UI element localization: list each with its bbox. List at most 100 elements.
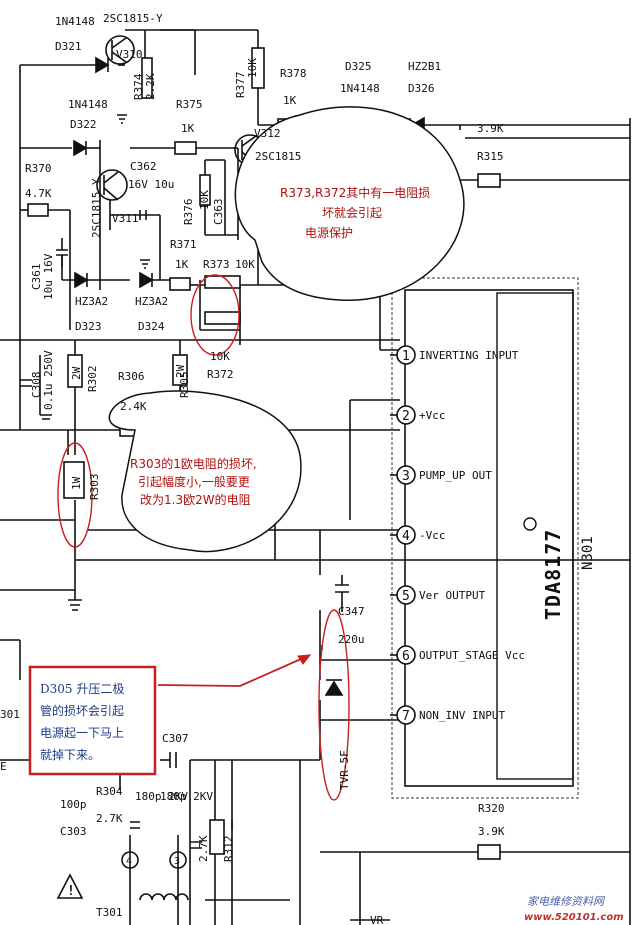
pin-circle [396,525,416,545]
pin-label: PUMP_UP OUT [419,469,492,482]
r371-value-label: 1K [175,258,189,271]
r378-ref-label: R378 [280,67,307,80]
c308-ref-label: C308 [30,372,43,399]
r315-ref-label: R315 [477,150,504,163]
r303-value-label: 1W [70,476,83,490]
r377-value-label: 10K [246,58,259,78]
annotation-line: D305 升压二极 [40,682,124,696]
r370-value-label: 4.7K [25,187,52,200]
chip-pin-3: 3 PUMP_UP OUT [390,465,492,485]
chip-part-label: TDA8177 [541,529,565,620]
annotation-shapes [28,106,465,801]
annotation-line: R373,R372其中有一电阻损 [280,185,430,200]
r305-value-label: 2W [174,364,187,378]
chip-pin-2: 2+Vcc [390,405,446,425]
pin-circle [396,705,416,725]
d321-ref-label: D321 [55,40,82,53]
r312-value-label: 2.7K [197,835,210,862]
r376-ref-label: R376 [182,199,195,226]
watermark-url: www.520101.com [524,912,624,923]
v311-part-label: 2SC1815-Y [90,178,103,238]
c361-ref-label: C361 [30,264,43,291]
r320-ref-label: R320 [478,802,505,815]
c362-ref-label: C362 [130,160,157,173]
r372-value-label: 10K [210,350,230,363]
c362-value-label: 16V 10u [128,178,174,191]
annotation-line: 就掉下来。 [40,748,100,762]
v310-ref-label: V310 [116,48,143,61]
pin-number: 5 [402,589,410,604]
pin-circle [396,405,416,425]
r302-ref-label: R302 [86,366,99,393]
component-labels: 1N4148 D321 2SC1815-Y V310 R374 2.2K R37… [0,12,505,925]
d325-part-label: 1N4148 [340,82,380,95]
c180p-a-label: 180p 2KV [135,790,188,803]
r306-value-label: 2.4K [120,400,147,413]
d323-part-label: HZ3A2 [75,295,108,308]
d325-ref-label: D325 [345,60,372,73]
c308-value-label: 0.1u 250V [42,350,55,410]
pin-number: 6 [402,649,410,664]
c307-ref-label: C307 [162,732,189,745]
resistors [27,47,501,860]
chip-pin-5: 5 Ver OUTPUT [390,585,486,605]
v312-ref-label: V312 [254,127,281,140]
pin-number: 3 [402,469,410,484]
watermark-title: 家电维修资料网 [527,895,606,908]
annotation-line: 引起幅度小,一般要更 [138,474,250,489]
r375-ref-label: R375 [176,98,203,111]
pin-label: INVERTING INPUT [419,349,519,362]
pin-circle [396,585,416,605]
annotation-line: 电源保护 [305,226,353,240]
d324-ref-label: D324 [138,320,165,333]
c361-value-label: 10u 16V [42,253,55,300]
r374-value-label: 2.2K [144,73,157,100]
pin-circle [396,345,416,365]
r371-ref-label: R371 [170,238,197,251]
r373-value-label: 10K [235,258,255,271]
v312-part-label: 2SC1815 [255,150,301,163]
r373-ref-label: R373 [203,258,230,271]
d326-part-label: HZ2B1 [408,60,441,73]
r302-value-label: 2W [70,366,83,380]
transformer-t301 [121,851,189,901]
d322-part-label: 1N4148 [68,98,108,111]
pin-circle [396,465,416,485]
pin-circle [396,645,416,665]
pin-label: Ver OUTPUT [419,589,486,602]
annotation-line: 坏就会引起 [322,206,382,220]
r320-value-label: 3.9K [478,825,505,838]
r304-ref-label: R304 [96,785,123,798]
r378-value-label: 1K [283,94,297,107]
d326-ref-label: D326 [408,82,435,95]
c347-value-label: 220u [338,633,365,646]
d305-part-label: TVR-5F [338,750,351,790]
d323-ref-label: D323 [75,320,102,333]
annotation-line: 电源起一下马上 [40,726,124,740]
pin-number: 1 [402,349,410,364]
d321-part-label: 1N4148 [55,15,95,28]
r315-value-label: 3.9K [477,122,504,135]
r372-ref-label: R372 [207,368,234,381]
c363-ref-label: C363 [212,199,225,226]
d324-part-label: HZ3A2 [135,295,168,308]
t301-ref-label: T301 [96,906,123,919]
pin-label: NON_INV INPUT [419,709,505,722]
r370-ref-label: R370 [25,162,52,175]
r375-value-label: 1K [181,122,195,135]
warning-triangle-icon: ! [56,873,84,899]
pin-label: +Vcc [419,409,446,422]
annotation-line: 管的损坏会引起 [40,703,124,718]
chip-pin-4: 4-Vcc [390,525,446,545]
annotation-line: R303的1欧电阻的损坏, [130,456,257,471]
annotation-line: 改为1.3欧2W的电阻 [140,492,251,507]
pin-number: 4 [402,529,410,544]
v310-part-label: 2SC1815-Y [103,12,163,25]
chip-ref-label: N301 [580,536,596,570]
svg-text:!: ! [67,884,75,899]
c303-value-label: 100p [60,798,87,811]
